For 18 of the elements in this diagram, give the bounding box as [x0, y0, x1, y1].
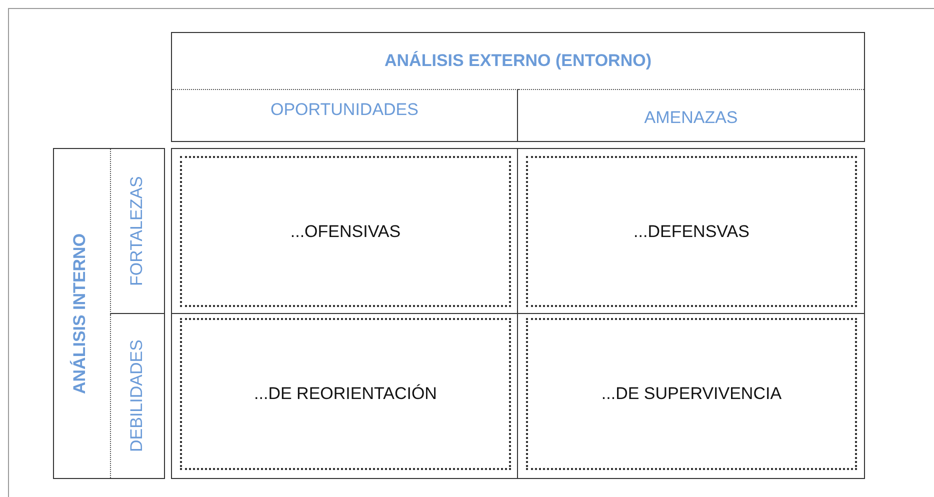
row-title: DEBILIDADES — [127, 338, 147, 454]
header-title: ANÁLISIS EXTERNO (ENTORNO) — [384, 51, 652, 71]
strategy-box — [526, 156, 857, 307]
header-box — [53, 148, 165, 479]
column-header — [172, 89, 518, 142]
strategy-box — [180, 156, 511, 307]
header-title: ANÁLISIS INTERNO — [70, 232, 90, 396]
strategy-label: ...DEFENSVAS — [634, 222, 750, 242]
strategy-label: ...DE REORIENTACIÓN — [254, 384, 437, 404]
row-title: FORTALEZAS — [127, 175, 147, 288]
strategy-label: ...DE SUPERVIVENCIA — [601, 384, 782, 404]
row-header — [110, 149, 164, 314]
strategy-box — [180, 318, 511, 470]
strategy-label: ...OFENSIVAS — [290, 222, 401, 242]
column-title: OPORTUNIDADES — [270, 100, 420, 120]
strategy-box — [526, 318, 857, 470]
header-box — [171, 32, 865, 142]
column-title: AMENAZAS — [643, 108, 739, 128]
